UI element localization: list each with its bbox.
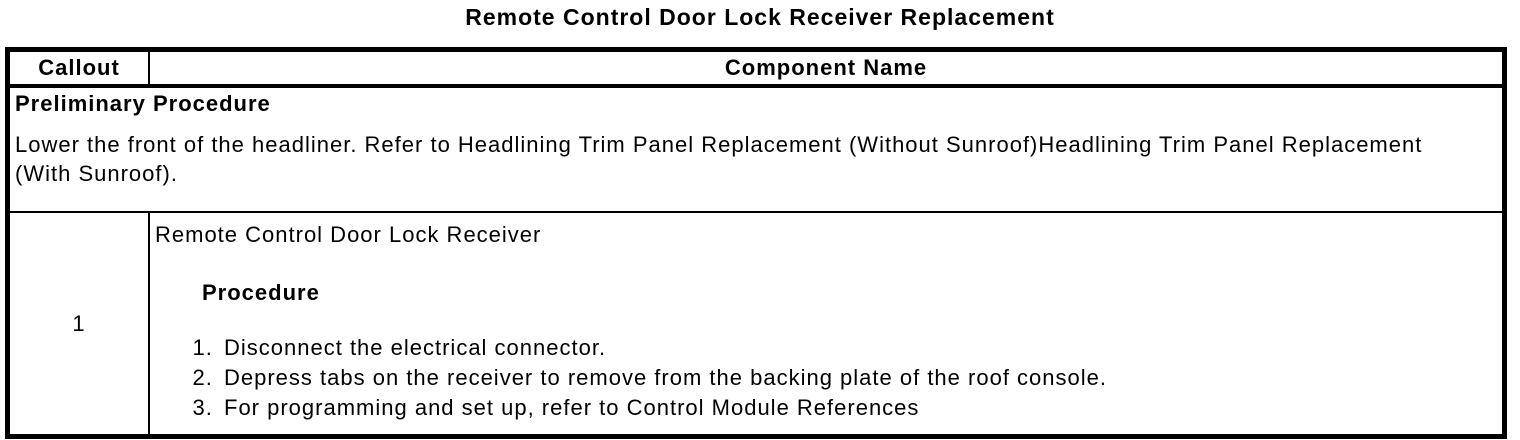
table-header-row: Callout Component Name — [10, 52, 1502, 88]
procedure-heading: Procedure — [202, 280, 320, 305]
procedure-table: Callout Component Name Preliminary Proce… — [5, 47, 1507, 439]
procedure-step: For programming and set up, refer to Con… — [220, 396, 1490, 420]
component-cell: Remote Control Door Lock Receiver Proced… — [150, 213, 1502, 434]
procedure-step: Depress tabs on the receiver to remove f… — [220, 366, 1490, 390]
procedure-steps-list: Disconnect the electrical connector. Dep… — [155, 336, 1490, 420]
component-name: Remote Control Door Lock Receiver — [155, 222, 542, 247]
document-page: Remote Control Door Lock Receiver Replac… — [0, 4, 1520, 439]
preliminary-procedure-row: Preliminary Procedure Lower the front of… — [10, 88, 1502, 213]
table-row: 1 Remote Control Door Lock Receiver Proc… — [10, 213, 1502, 434]
procedure-step: Disconnect the electrical connector. — [220, 336, 1490, 360]
column-header-component-name: Component Name — [724, 55, 928, 80]
page-title: Remote Control Door Lock Receiver Replac… — [465, 4, 1055, 30]
preliminary-procedure-text: Lower the front of the headliner. Refer … — [15, 132, 1423, 186]
column-header-callout: Callout — [10, 52, 150, 84]
preliminary-procedure-heading: Preliminary Procedure — [15, 91, 271, 116]
callout-number: 1 — [10, 213, 150, 434]
